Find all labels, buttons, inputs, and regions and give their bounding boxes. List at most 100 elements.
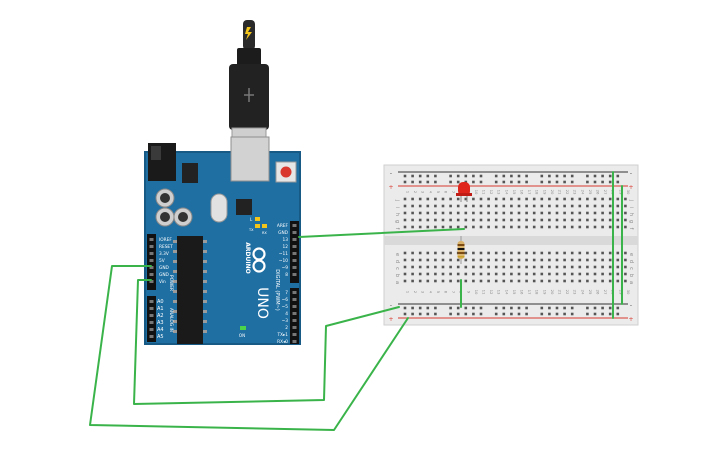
breadboard-hole[interactable]	[593, 180, 597, 184]
breadboard-hole[interactable]	[532, 204, 536, 208]
breadboard-hole[interactable]	[403, 225, 407, 229]
breadboard-hole[interactable]	[563, 204, 566, 208]
breadboard-hole[interactable]	[449, 265, 452, 269]
breadboard-hole[interactable]	[586, 272, 589, 276]
breadboard-hole[interactable]	[487, 251, 490, 255]
breadboard-hole[interactable]	[563, 197, 566, 201]
breadboard-hole[interactable]	[434, 218, 437, 222]
breadboard-hole[interactable]	[487, 279, 490, 283]
breadboard-hole[interactable]	[517, 279, 521, 283]
breadboard-hole[interactable]	[403, 265, 407, 269]
breadboard-hole[interactable]	[510, 306, 513, 310]
breadboard-hole[interactable]	[449, 197, 452, 201]
breadboard-hole[interactable]	[502, 251, 506, 255]
breadboard-hole[interactable]	[532, 251, 536, 255]
breadboard-hole[interactable]	[418, 197, 422, 201]
breadboard-hole[interactable]	[472, 225, 475, 229]
breadboard-hole[interactable]	[517, 225, 521, 229]
breadboard-hole[interactable]	[502, 174, 506, 178]
breadboard-hole[interactable]	[456, 204, 460, 208]
breadboard-hole[interactable]	[578, 197, 582, 201]
breadboard-hole[interactable]	[494, 218, 498, 222]
breadboard-hole[interactable]	[624, 204, 627, 208]
breadboard-hole[interactable]	[449, 225, 452, 229]
breadboard-hole[interactable]	[616, 211, 620, 215]
breadboard-hole[interactable]	[502, 265, 506, 269]
breadboard-hole[interactable]	[540, 211, 544, 215]
breadboard-hole[interactable]	[464, 279, 468, 283]
breadboard-hole[interactable]	[517, 218, 521, 222]
breadboard-hole[interactable]	[624, 218, 627, 222]
breadboard-hole[interactable]	[494, 251, 498, 255]
resistor-icon[interactable]	[457, 236, 465, 264]
breadboard-hole[interactable]	[548, 204, 551, 208]
breadboard-hole[interactable]	[479, 197, 483, 201]
breadboard-hole[interactable]	[601, 211, 604, 215]
led-icon[interactable]	[456, 182, 472, 202]
breadboard-hole[interactable]	[418, 312, 422, 316]
breadboard-hole[interactable]	[434, 225, 437, 229]
breadboard-hole[interactable]	[532, 218, 536, 222]
breadboard-hole[interactable]	[548, 272, 551, 276]
breadboard-hole[interactable]	[418, 272, 422, 276]
breadboard-hole[interactable]	[411, 211, 414, 215]
breadboard-hole[interactable]	[464, 225, 468, 229]
breadboard-hole[interactable]	[479, 204, 483, 208]
breadboard-hole[interactable]	[418, 258, 422, 262]
breadboard-hole[interactable]	[403, 197, 407, 201]
breadboard-hole[interactable]	[555, 218, 559, 222]
breadboard-hole[interactable]	[464, 265, 468, 269]
breadboard-hole[interactable]	[555, 265, 559, 269]
breadboard-hole[interactable]	[616, 204, 620, 208]
breadboard-hole[interactable]	[525, 218, 528, 222]
breadboard-hole[interactable]	[464, 258, 468, 262]
breadboard-hole[interactable]	[464, 204, 468, 208]
breadboard-hole[interactable]	[586, 279, 589, 283]
breadboard-hole[interactable]	[616, 174, 620, 178]
wire-5v-to-plus-rail[interactable]	[89, 265, 409, 431]
breadboard-hole[interactable]	[593, 174, 597, 178]
digital-header-bottom[interactable]	[290, 288, 299, 344]
breadboard-hole[interactable]	[434, 272, 437, 276]
wire-pin13-to-breadboard[interactable]	[298, 228, 465, 238]
breadboard-hole[interactable]	[418, 218, 422, 222]
breadboard-hole[interactable]	[563, 312, 566, 316]
breadboard-hole[interactable]	[479, 279, 483, 283]
breadboard-hole[interactable]	[586, 197, 589, 201]
breadboard-hole[interactable]	[525, 306, 528, 310]
breadboard-hole[interactable]	[525, 312, 528, 316]
breadboard-hole[interactable]	[510, 251, 513, 255]
breadboard-hole[interactable]	[532, 279, 536, 283]
breadboard-hole[interactable]	[472, 218, 475, 222]
breadboard-hole[interactable]	[434, 265, 437, 269]
breadboard-hole[interactable]	[426, 272, 430, 276]
breadboard-hole[interactable]	[441, 279, 445, 283]
breadboard-hole[interactable]	[510, 225, 513, 229]
breadboard-hole[interactable]	[411, 180, 414, 184]
breadboard-hole[interactable]	[548, 265, 551, 269]
breadboard-hole[interactable]	[403, 272, 407, 276]
breadboard-hole[interactable]	[479, 218, 483, 222]
breadboard-hole[interactable]	[601, 174, 604, 178]
breadboard-hole[interactable]	[525, 272, 528, 276]
breadboard-hole[interactable]	[403, 174, 407, 178]
breadboard-hole[interactable]	[418, 265, 422, 269]
breadboard-hole[interactable]	[548, 197, 551, 201]
breadboard-hole[interactable]	[525, 251, 528, 255]
breadboard-hole[interactable]	[403, 258, 407, 262]
breadboard-hole[interactable]	[434, 197, 437, 201]
breadboard-hole[interactable]	[608, 312, 612, 316]
breadboard-hole[interactable]	[555, 225, 559, 229]
breadboard-hole[interactable]	[418, 251, 422, 255]
analog-header[interactable]	[147, 296, 156, 342]
breadboard-hole[interactable]	[525, 279, 528, 283]
breadboard-hole[interactable]	[426, 251, 430, 255]
breadboard-hole[interactable]	[456, 211, 460, 215]
breadboard-hole[interactable]	[426, 312, 430, 316]
breadboard-hole[interactable]	[525, 211, 528, 215]
breadboard-hole[interactable]	[472, 174, 475, 178]
breadboard-hole[interactable]	[578, 279, 582, 283]
breadboard-hole[interactable]	[540, 279, 544, 283]
breadboard-hole[interactable]	[624, 251, 627, 255]
breadboard-hole[interactable]	[616, 251, 620, 255]
